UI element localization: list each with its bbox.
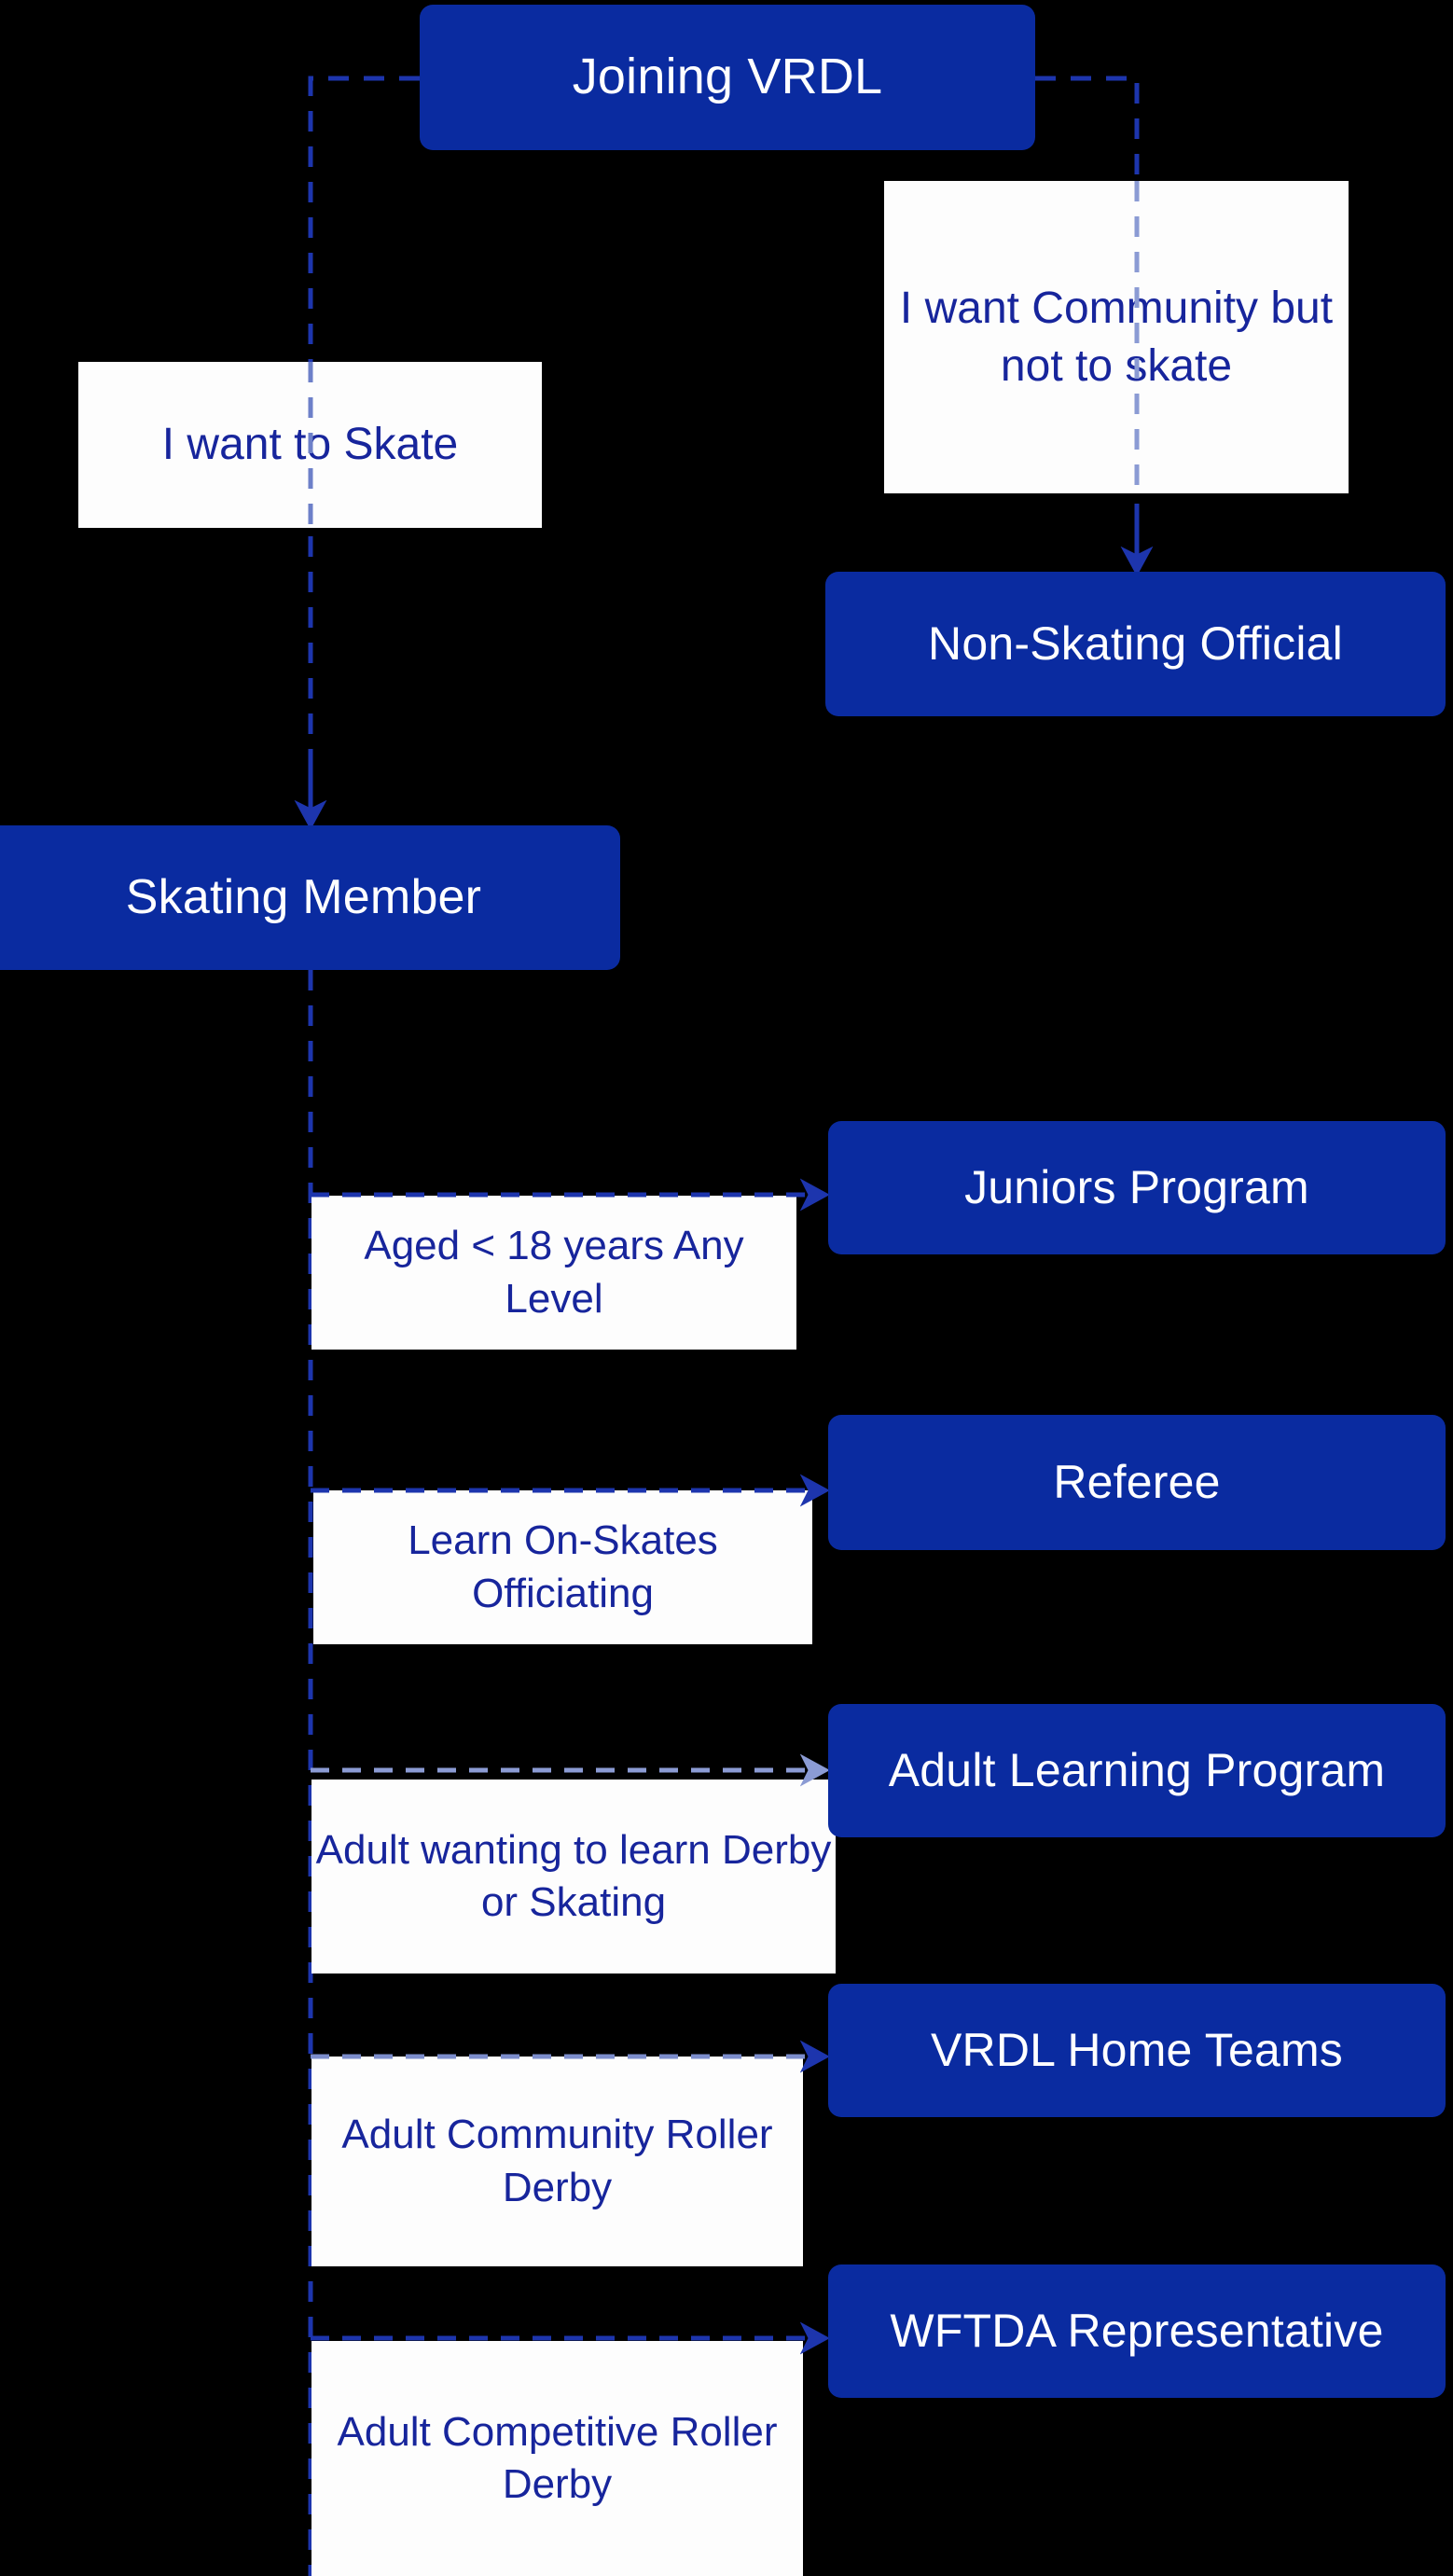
- node-non-skating-official[interactable]: Non-Skating Official: [825, 572, 1446, 716]
- node-label: Skating Member: [125, 869, 482, 924]
- node-skating-member[interactable]: Skating Member: [0, 825, 620, 970]
- label-learn-on-skates-officiating: Learn On-Skates Officiating: [313, 1490, 812, 1644]
- label-text: I want Community but not to skate: [899, 284, 1334, 391]
- node-adult-learning-program[interactable]: Adult Learning Program: [828, 1704, 1446, 1837]
- node-juniors-program[interactable]: Juniors Program: [828, 1121, 1446, 1254]
- label-aged-under-18: Aged < 18 years Any Level: [311, 1196, 796, 1350]
- label-text: Adult Competitive Roller Derby: [337, 2408, 778, 2507]
- label-i-want-to-skate: I want to Skate: [78, 362, 542, 528]
- node-label: VRDL Home Teams: [930, 2024, 1344, 2076]
- label-text: Adult Community Roller Derby: [341, 2112, 773, 2210]
- label-adult-competitive-roller-derby: Adult Competitive Roller Derby: [311, 2341, 803, 2576]
- node-label: WFTDA Representative: [890, 2305, 1384, 2357]
- node-label: Referee: [1053, 1456, 1221, 1508]
- node-wftda-representative[interactable]: WFTDA Representative: [828, 2264, 1446, 2398]
- node-joining-vrdl[interactable]: Joining VRDL: [420, 5, 1035, 150]
- node-label: Adult Learning Program: [888, 1744, 1386, 1796]
- label-adult-community-roller-derby: Adult Community Roller Derby: [311, 2057, 803, 2266]
- label-adult-wanting-to-learn: Adult wanting to learn Derby or Skating: [311, 1780, 836, 1974]
- node-vrdl-home-teams[interactable]: VRDL Home Teams: [828, 1984, 1446, 2117]
- label-text: I want to Skate: [161, 420, 459, 470]
- node-referee[interactable]: Referee: [828, 1415, 1446, 1550]
- node-label: Joining VRDL: [572, 48, 883, 105]
- label-text: Aged < 18 years Any Level: [364, 1223, 744, 1322]
- label-text: Learn On-Skates Officiating: [408, 1517, 718, 1616]
- label-i-want-community: I want Community but not to skate: [884, 181, 1349, 493]
- node-label: Juniors Program: [964, 1161, 1309, 1213]
- node-label: Non-Skating Official: [928, 617, 1343, 670]
- label-text: Adult wanting to learn Derby or Skating: [315, 1826, 832, 1925]
